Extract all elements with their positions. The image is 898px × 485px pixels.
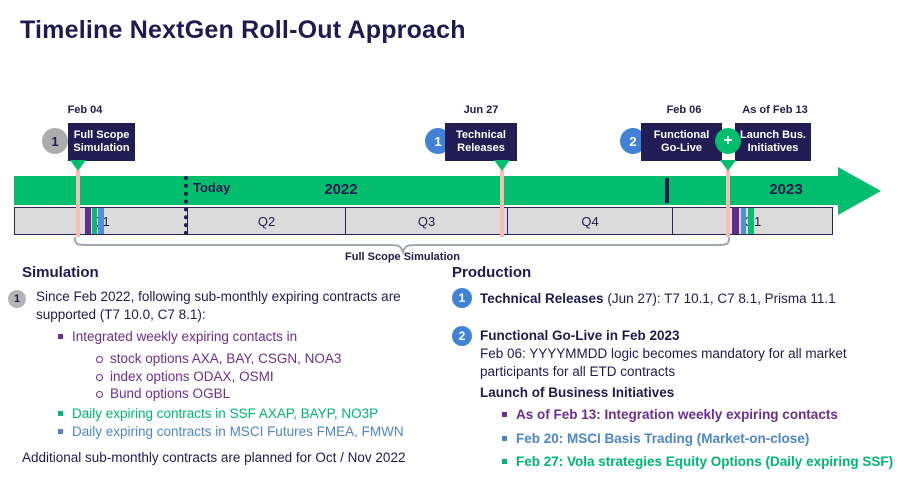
milestone-title-line2: Releases xyxy=(457,142,505,154)
activity-bar-blue xyxy=(98,208,104,234)
launch-bullet: Feb 20: MSCI Basis Trading (Market-on-cl… xyxy=(516,431,810,446)
bullet-square-icon xyxy=(502,436,507,441)
milestone-title-line1: Technical xyxy=(456,129,506,141)
bullet-circle-icon xyxy=(96,356,103,363)
year-band xyxy=(14,176,838,205)
production-item2-rest: Feb 06: YYYYMMDD logic becomes mandatory… xyxy=(480,346,847,379)
today-label: Today xyxy=(193,180,231,195)
launch-bullet: As of Feb 13: Integration weekly expirin… xyxy=(516,407,838,422)
milestone-date: Jun 27 xyxy=(463,104,499,116)
quarter-label: Q3 xyxy=(417,213,436,229)
production-item2-badge: 2 xyxy=(452,326,472,346)
event-line-feb06 xyxy=(726,170,730,237)
today-line xyxy=(184,176,188,235)
milestone-box: Launch Bus. Initiatives xyxy=(735,123,811,161)
bullet-ssf: Daily expiring contracts in SSF AXAP, BA… xyxy=(72,406,379,421)
activity-bar-green xyxy=(92,208,97,234)
quarter-label: Q4 xyxy=(581,213,599,229)
sub-bullet: Bund options OGBL xyxy=(110,386,231,401)
simulation-heading: Simulation xyxy=(22,264,99,281)
scope-brace xyxy=(74,237,730,256)
simulation-footer: Additional sub-monthly contracts are pla… xyxy=(22,450,406,465)
production-item1-rest: (Jun 27): T7 10.1, C7 8.1, Prisma 11.1 xyxy=(603,291,836,306)
launch-bullet: Feb 27: Vola strategies Equity Options (… xyxy=(516,454,894,469)
bullet-circle-icon xyxy=(96,374,103,381)
activity-bar-purple xyxy=(732,208,739,234)
sub-bullet: stock options AXA, BAY, CSGN, NOA3 xyxy=(110,351,342,366)
milestone-box: Technical Releases xyxy=(445,123,517,161)
milestone-title-line1: Functional xyxy=(653,129,710,141)
production-item1-text: Technical Releases (Jun 27): T7 10.1, C7… xyxy=(480,290,890,308)
bullet-square-icon xyxy=(502,459,507,464)
bullet-square-icon xyxy=(502,412,507,417)
activity-bar-blue xyxy=(741,208,746,234)
year-label-2022: 2022 xyxy=(324,181,358,198)
quarter-cell-q3: Q3 xyxy=(345,208,507,234)
milestone-box: Functional Go-Live xyxy=(641,123,722,161)
quarter-label: Q2 xyxy=(257,213,276,229)
milestone-badge: 1 xyxy=(42,128,68,154)
bullet-msci: Daily expiring contracts in MSCI Futures… xyxy=(72,424,404,439)
bullet-integrated: Integrated weekly expiring contacts in xyxy=(72,329,298,344)
milestone-date: As of Feb 13 xyxy=(742,104,808,116)
activity-bar-purple xyxy=(85,208,91,234)
milestone-badge-plus: + xyxy=(715,128,741,154)
milestone-pointer-icon xyxy=(494,160,510,171)
milestone-title-line2: Initiatives xyxy=(747,142,799,154)
milestone-date: Feb 04 xyxy=(67,104,103,116)
launch-heading: Launch of Business Initiatives xyxy=(480,385,675,400)
production-heading: Production xyxy=(452,264,532,281)
production-item2-bold: Functional Go-Live in Feb 2023 xyxy=(480,328,680,343)
milestone-pointer-icon xyxy=(70,160,86,171)
milestone-title-line1: Launch Bus. xyxy=(739,129,806,141)
milestone-title-line1: Full Scope xyxy=(73,129,130,141)
milestone-box: Full Scope Simulation xyxy=(68,123,135,161)
production-item1-badge: 1 xyxy=(452,288,472,308)
page-title: Timeline NextGen Roll-Out Approach xyxy=(20,16,466,44)
milestone-date: Feb 06 xyxy=(666,104,702,116)
milestone-title-line2: Simulation xyxy=(73,142,130,154)
bullet-circle-icon xyxy=(96,391,103,398)
event-line-jun27 xyxy=(500,170,504,237)
simulation-item-badge: 1 xyxy=(8,290,26,308)
milestone-pointer-icon xyxy=(720,160,736,171)
quarter-cell-q4: Q4 xyxy=(507,208,672,234)
sub-bullet: index options ODAX, OSMI xyxy=(110,369,274,384)
activity-bar-green xyxy=(748,208,754,234)
year-divider xyxy=(665,178,669,203)
milestone-title-line2: Go-Live xyxy=(661,142,702,154)
bullet-square-icon xyxy=(58,411,63,416)
production-item1-bold: Technical Releases xyxy=(480,291,604,306)
brace-label: Full Scope Simulation xyxy=(345,251,460,263)
bullet-square-icon xyxy=(58,334,63,339)
quarter-strip: Q1 Q2 Q3 Q4 Q1 xyxy=(14,207,833,235)
simulation-item-text: Since Feb 2022, following sub-monthly ex… xyxy=(36,289,401,322)
event-line-feb04 xyxy=(76,170,80,237)
bullet-square-icon xyxy=(58,429,63,434)
quarter-cell-q2: Q2 xyxy=(187,208,345,234)
arrow-right-icon xyxy=(838,167,881,215)
year-label-2023: 2023 xyxy=(769,181,803,198)
